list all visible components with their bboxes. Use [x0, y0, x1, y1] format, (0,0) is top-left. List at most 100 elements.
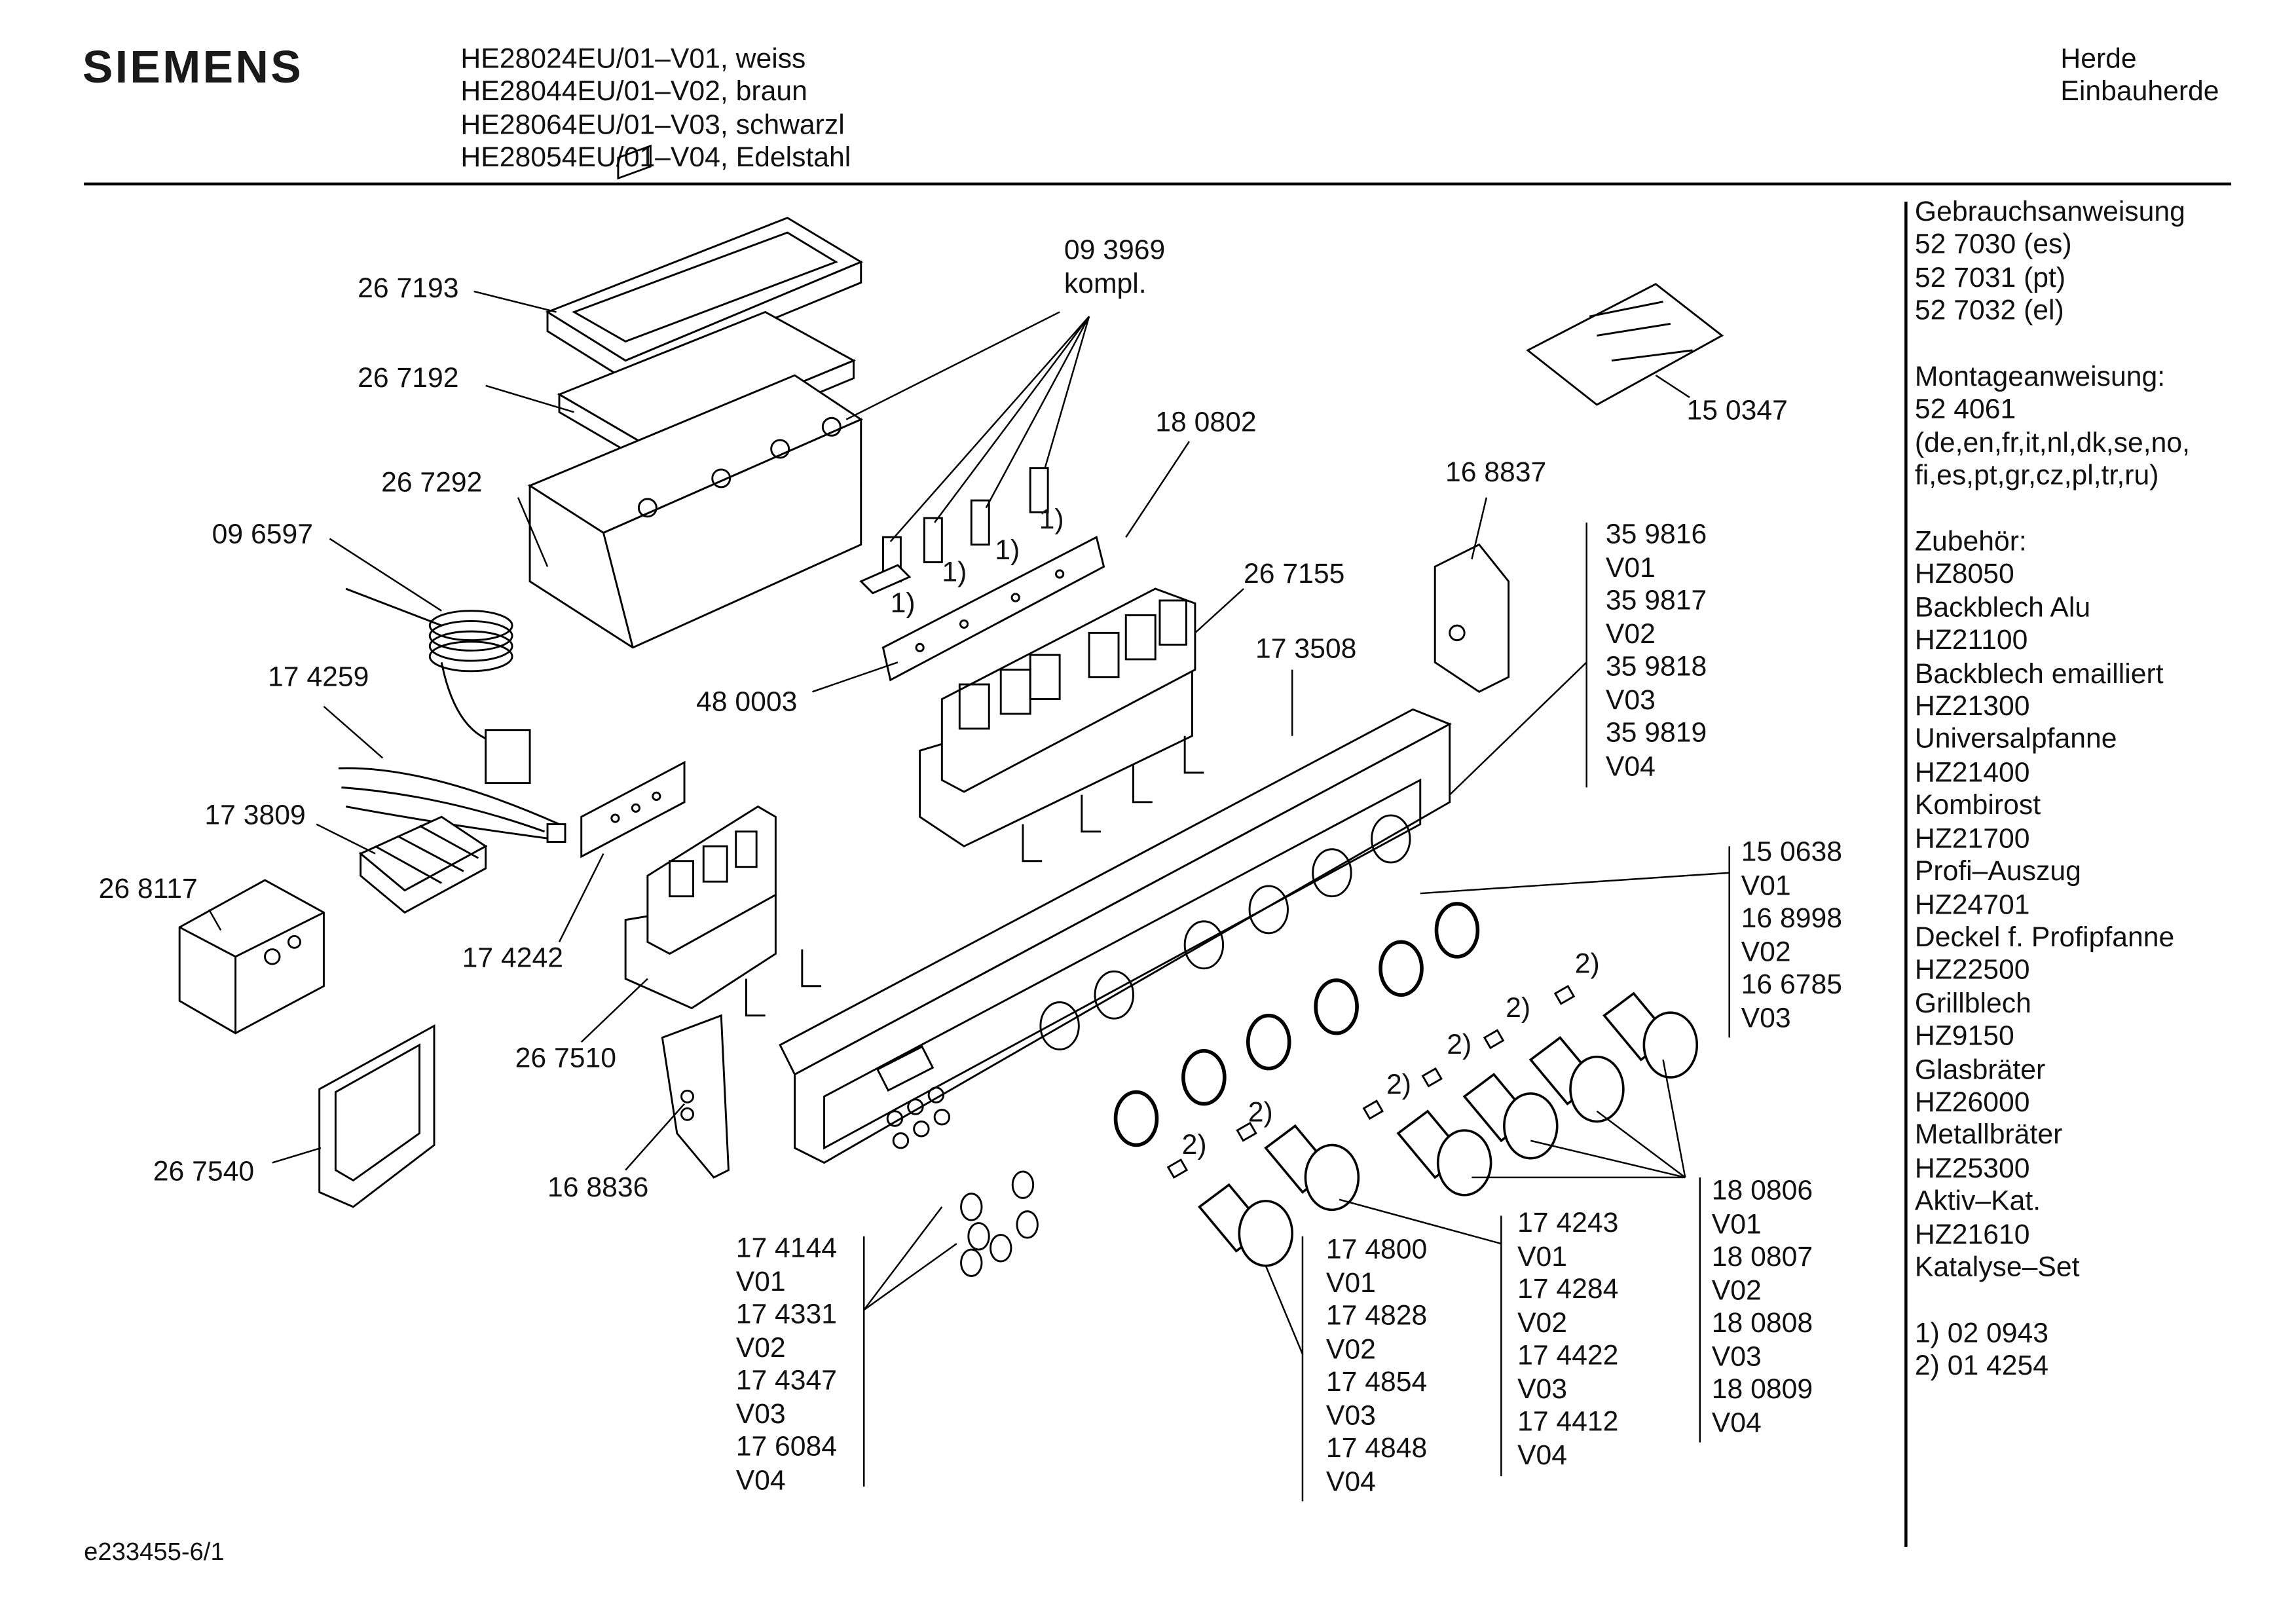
model-line: HE28044EU/01–V02, braun	[460, 77, 807, 108]
part-label: 26 7155	[1244, 559, 1345, 591]
footnote-marker: 2)	[1248, 1098, 1273, 1129]
right-column-line: HZ21610	[1914, 1219, 2030, 1251]
variant-code: V04	[1711, 1407, 1762, 1439]
variant-code: V02	[1605, 619, 1656, 650]
part-number: 17 4848	[1325, 1433, 1428, 1465]
variant-code: V04	[1605, 751, 1656, 783]
right-column-line: 52 7031 (pt)	[1914, 263, 2066, 295]
footnote-marker: 2)	[1506, 993, 1531, 1025]
terminal-block-part	[358, 815, 488, 914]
right-column-line: 52 4061	[1914, 395, 2016, 426]
part-label: 26 7510	[515, 1043, 616, 1075]
right-column-line: HZ21400	[1914, 758, 2030, 789]
model-line: HE28064EU/01–V03, schwarzl	[460, 110, 845, 141]
right-column-line: HZ21300	[1914, 692, 2030, 723]
right-column-line: 1) 02 0943	[1914, 1318, 2049, 1350]
right-column-line: HZ25300	[1914, 1153, 2030, 1185]
part-label: 48 0003	[696, 687, 798, 718]
switch-set-part	[859, 467, 1049, 595]
variant-code: V04	[1325, 1466, 1376, 1498]
right-column-line: Profi–Auszug	[1914, 857, 2081, 888]
variant-code: V03	[1517, 1373, 1568, 1405]
right-column-line: fi,es,pt,gr,cz,pl,tr,ru)	[1914, 460, 2159, 492]
part-number: 16 8998	[1741, 903, 1843, 935]
variant-code: V01	[1741, 870, 1791, 902]
part-label: 09 3969	[1064, 235, 1166, 267]
part-label: 16 8836	[547, 1173, 649, 1204]
part-label: 18 0802	[1155, 407, 1257, 439]
right-column-line: Backblech emailliert	[1914, 659, 2164, 690]
right-column-line: Backblech Alu	[1914, 593, 2091, 624]
footnote-marker: 1)	[942, 557, 967, 589]
switch-housing-part	[527, 374, 863, 649]
part-number: 17 4828	[1325, 1301, 1428, 1332]
part-number: 18 0808	[1711, 1308, 1813, 1340]
part-number: 17 4331	[735, 1299, 838, 1331]
variant-code: V04	[1517, 1440, 1568, 1472]
footnote-marker: 2)	[1574, 949, 1600, 980]
variant-code: V01	[1325, 1268, 1376, 1299]
right-column-line: 52 7032 (el)	[1914, 296, 2064, 327]
frame-part	[545, 216, 863, 381]
part-label: 16 8837	[1445, 457, 1547, 489]
category-line: Einbauherde	[2060, 77, 2219, 108]
right-column-line	[1915, 329, 2190, 362]
right-column-line	[1915, 494, 2190, 527]
part-number: 17 4284	[1517, 1274, 1619, 1306]
footnote-marker: 1)	[890, 588, 916, 620]
right-column-line: Deckel f. Profipfanne	[1914, 922, 2175, 954]
right-column-line: HZ9150	[1914, 1021, 2014, 1053]
part-number: 18 0806	[1711, 1176, 1813, 1207]
part-number: 17 4422	[1517, 1341, 1619, 1372]
part-label: 26 7193	[358, 274, 459, 305]
right-column-line: HZ26000	[1914, 1087, 2030, 1119]
clips-part	[1166, 984, 1576, 1179]
category: Herde Einbauherde	[2060, 44, 2219, 110]
screw-bag-part	[1526, 283, 1724, 406]
right-column-line: 52 7030 (es)	[1914, 230, 2072, 261]
right-column-line: Aktiv–Kat.	[1914, 1186, 2041, 1217]
right-column-line: Montageanweisung:	[1914, 362, 2166, 394]
model-list: HE28024EU/01–V01, weiss HE28044EU/01–V02…	[460, 44, 851, 176]
variant-code: V02	[735, 1333, 786, 1364]
part-label: 17 3508	[1255, 634, 1357, 665]
variant-code: V04	[735, 1465, 786, 1496]
part-number: 15 0638	[1741, 837, 1843, 868]
knob-rings-part	[1113, 902, 1480, 1147]
siemens-logo: SIEMENS	[82, 41, 304, 93]
variant-code: V02	[1325, 1334, 1376, 1365]
knobs-part	[1198, 992, 1699, 1267]
part-label: 09 6597	[212, 519, 313, 551]
part-number: 17 4412	[1517, 1407, 1619, 1438]
part-number: 17 4347	[735, 1365, 838, 1397]
model-line: HE28054EU/01–V04, Edelstahl	[460, 143, 851, 174]
part-number: 18 0809	[1711, 1375, 1813, 1406]
part-label: 26 7192	[358, 363, 459, 395]
part-label-note: kompl.	[1064, 269, 1147, 301]
variant-code: V02	[1711, 1275, 1762, 1307]
footnote-marker: 2)	[1447, 1030, 1472, 1062]
column-divider	[1904, 201, 1908, 1548]
right-column-line: 2) 01 4254	[1914, 1351, 2049, 1382]
part-label: 17 4259	[268, 662, 369, 694]
variant-code: V02	[1741, 936, 1791, 968]
variant-code: V01	[1517, 1241, 1568, 1272]
model-line: HE28024EU/01–V01, weiss	[460, 44, 806, 75]
part-label: 26 7292	[381, 468, 483, 499]
relay-bracket-part	[178, 879, 325, 1035]
part-number: 17 6084	[735, 1432, 838, 1463]
variant-code: V03	[1741, 1003, 1791, 1034]
right-column-line: Kombirost	[1914, 790, 2041, 822]
thermostat-coil-part	[345, 587, 531, 785]
right-column-line: Zubehör:	[1914, 527, 2027, 558]
part-number: 18 0807	[1711, 1242, 1813, 1274]
header-divider	[84, 182, 2232, 186]
variant-code: V01	[735, 1266, 786, 1298]
